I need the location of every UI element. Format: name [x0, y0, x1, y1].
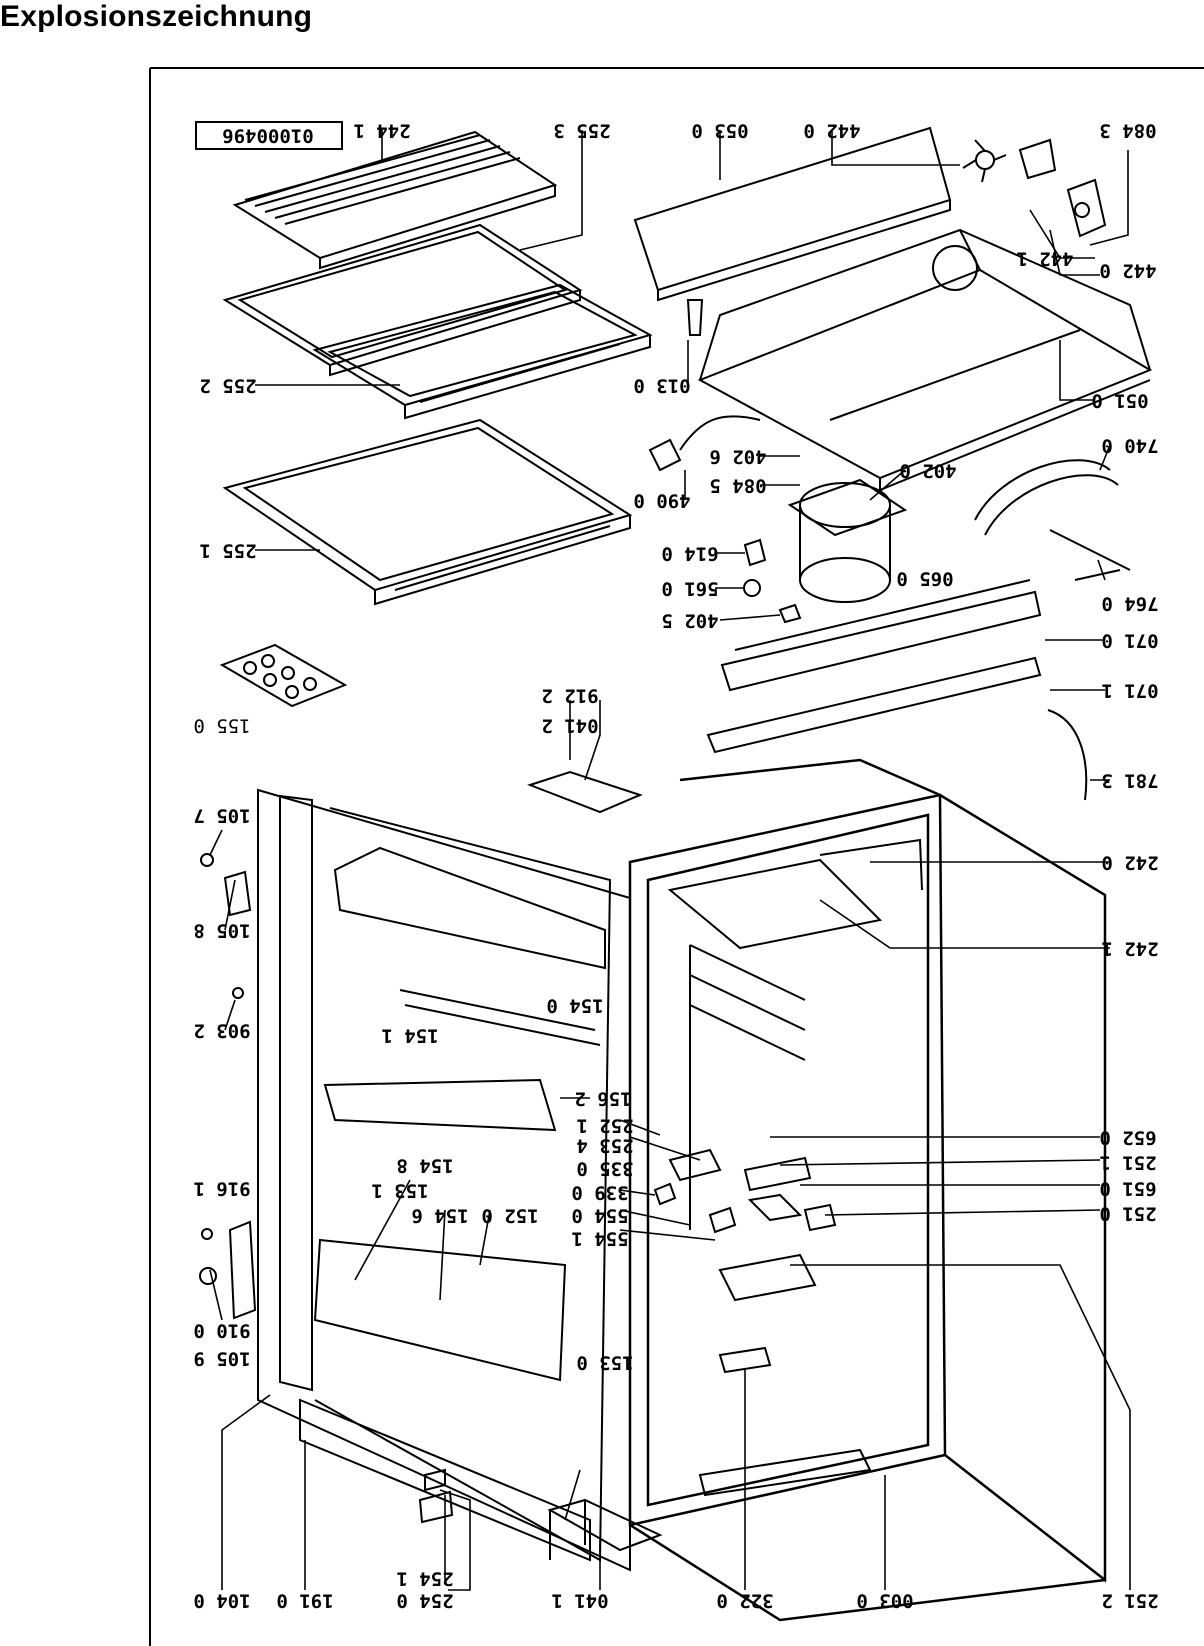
part-label: 254 1	[396, 1568, 453, 1590]
part-label: 154 8	[396, 1155, 453, 1177]
hose-781	[1047, 709, 1088, 801]
part-label: 335 0	[576, 1158, 633, 1180]
part-label: 554 0	[571, 1205, 628, 1227]
part-label: 251 2	[1101, 1590, 1158, 1612]
part-label: 084 5	[709, 475, 766, 497]
part-label: 244 1	[353, 120, 410, 142]
part-label: 339 0	[571, 1182, 628, 1204]
part-label: 152 0	[481, 1205, 538, 1227]
condenser-coil-740	[974, 459, 1131, 581]
door-shelf-154	[299, 846, 606, 1562]
part-label: 322 0	[716, 1590, 773, 1612]
cabinet-body	[628, 758, 1107, 1622]
glass-shelf-255-2	[312, 283, 653, 420]
part-label: 255 3	[553, 120, 610, 142]
part-label: 251 1	[1099, 1152, 1156, 1174]
part-label: 003 0	[856, 1590, 913, 1612]
part-label: 065 0	[896, 568, 953, 590]
top-cover-053	[633, 126, 952, 302]
part-label: 255 2	[199, 375, 256, 397]
rails-071	[706, 579, 1042, 754]
door-104	[257, 788, 631, 1572]
glass-shelf-255-1	[222, 418, 633, 606]
part-label: 153 0	[576, 1352, 633, 1374]
screw-013	[686, 299, 704, 336]
part-label: 155 0	[193, 715, 250, 737]
part-label: 254 0	[396, 1590, 453, 1612]
part-label: 251 0	[1099, 1203, 1156, 1225]
part-label: 105 8	[193, 920, 250, 942]
part-label: 105 9	[193, 1348, 250, 1370]
part-label: 242 0	[1101, 852, 1158, 874]
part-label: 652 0	[1099, 1127, 1156, 1149]
page-title: Explosionszeichnung	[0, 0, 313, 33]
part-label: 402 6	[709, 446, 766, 468]
part-label: 252 1	[576, 1115, 633, 1137]
part-label: 912 2	[541, 685, 598, 707]
part-label: 154 0	[546, 995, 603, 1017]
part-label: 051 0	[1091, 390, 1148, 412]
leader-lines	[209, 130, 1131, 1591]
part-label: 903 2	[193, 1020, 250, 1042]
part-label: 041 2	[541, 715, 598, 737]
part-label: 402 5	[661, 610, 718, 632]
part-label: 651 0	[1099, 1178, 1156, 1200]
part-label: 071 1	[1101, 680, 1158, 702]
part-label: 153 1	[371, 1180, 428, 1202]
hinge-084	[1018, 138, 1107, 238]
part-label: 561 0	[661, 578, 718, 600]
egg-tray-155	[219, 643, 348, 708]
part-label: 255 1	[199, 540, 256, 562]
part-label: 554 1	[571, 1228, 628, 1250]
cable-490	[648, 415, 761, 472]
part-label: 242 1	[1101, 938, 1158, 960]
part-labels: 01000496 244 1 255 3 053 0 442 0 084 3 4…	[193, 120, 1158, 1612]
part-label: 154 6	[411, 1205, 468, 1227]
hinge-041	[527, 770, 663, 1560]
part-label: 071 0	[1101, 630, 1158, 652]
part-label: 402 0	[899, 460, 956, 482]
part-label: 104 0	[193, 1590, 250, 1612]
part-label: 105 7	[193, 805, 250, 827]
shelf-lid-244	[232, 130, 558, 270]
doc-number-box	[195, 121, 343, 150]
part-label: 084 3	[1099, 120, 1156, 142]
part-label: 614 0	[661, 543, 718, 565]
part-label: 442 0	[1099, 260, 1156, 282]
cabinet-top-window-242	[667, 838, 923, 950]
part-label: 910 0	[193, 1320, 250, 1342]
part-label: 156 2	[574, 1088, 631, 1110]
part-label: 442 1	[1016, 248, 1073, 270]
fan-442	[962, 139, 1007, 183]
part-label: 253 4	[576, 1135, 633, 1157]
part-label: 740 0	[1101, 435, 1158, 457]
part-label: 154 1	[381, 1025, 438, 1047]
part-label: 781 3	[1101, 770, 1158, 792]
part-label: 442 0	[803, 120, 860, 142]
part-label: 764 0	[1101, 593, 1158, 615]
part-label: 013 0	[633, 375, 690, 397]
cabinet-shelf-rails	[689, 944, 806, 1230]
compressor-402	[787, 478, 908, 603]
part-label: 191 0	[276, 1590, 333, 1612]
part-label: 916 1	[193, 1178, 250, 1200]
part-label: 041 1	[551, 1590, 608, 1612]
part-label: 053 0	[691, 120, 748, 142]
lamp-thermostat-parts	[653, 1148, 872, 1497]
doc-number: 01000496	[222, 125, 314, 147]
part-label: 490 0	[633, 490, 690, 512]
door-small-parts	[199, 853, 454, 1524]
parts-614-561-402	[743, 538, 802, 624]
